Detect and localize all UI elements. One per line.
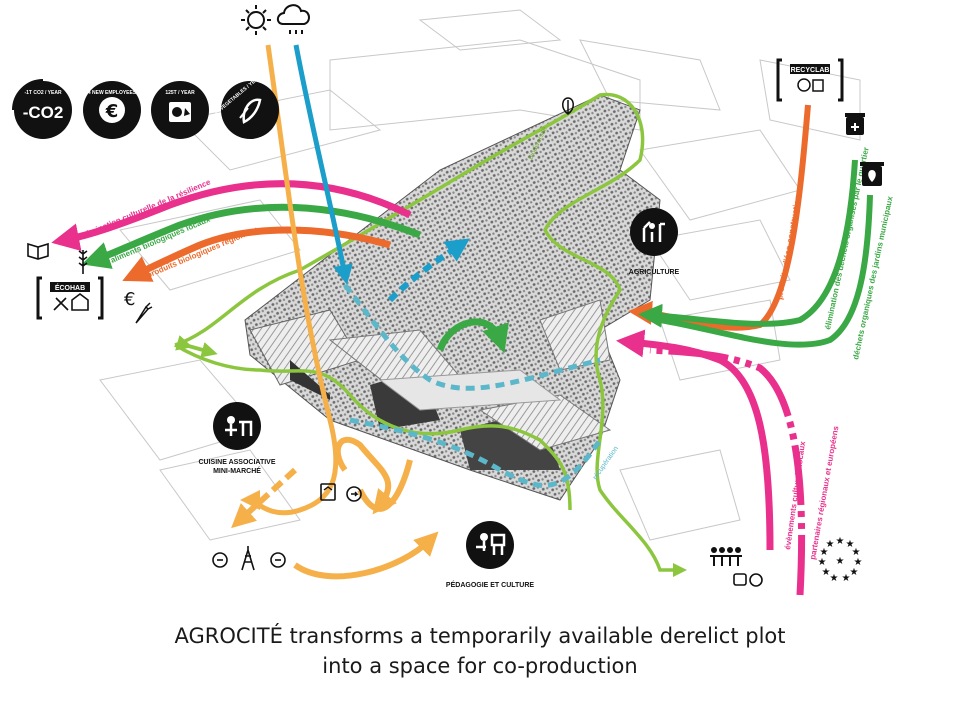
theater-masks-icon [733, 573, 763, 587]
svg-text:★: ★ [846, 539, 855, 550]
kitchen-label-line1: CUISINE ASSOCIATIVE [198, 459, 275, 466]
flow-pink-right-1 [616, 329, 774, 551]
kitchen-label-line2: MINI-MARCHÉ [213, 466, 261, 475]
flow-label-green-right-2: déchets organiques des jardins municipau… [851, 195, 895, 360]
badge-compost: 125T / YEAR [151, 81, 209, 139]
sun-input-line [240, 44, 339, 516]
flow-green-right-2 [659, 194, 873, 348]
flow-sand-dashed [231, 467, 298, 529]
bulb-arrow-icon [346, 486, 362, 502]
internal-flow-green-loop [436, 318, 509, 354]
badge-co2: -1T CO2 / YEAR -CO2 [12, 79, 72, 139]
agriculture-label: AGRICULTURE [629, 269, 680, 276]
flow-green-left [81, 203, 422, 269]
rain-cloud-icon [276, 4, 310, 34]
flow-sand-bottom-3 [293, 531, 439, 580]
caption-line-1: AGROCITÉ transforms a temporarily availa… [174, 624, 786, 648]
svg-text:★: ★ [822, 567, 831, 578]
flow-label-orange-right: produits d'éco-construction [775, 194, 802, 300]
badge-kitchen: CUISINE ASSOCIATIVE MINI-MARCHÉ [198, 402, 276, 475]
wheat-icon [78, 250, 88, 274]
badge-agriculture: AGRICULTURE [629, 208, 680, 276]
badge-compost-ring: 125T / YEAR [165, 90, 195, 96]
eu-stars-icon: ★★★★ ★★★★ ★★★★ [818, 536, 863, 584]
lightbulb-icon [212, 552, 228, 568]
recycle-bin-icon [320, 483, 336, 501]
people-chain-icon [710, 547, 742, 566]
flow-sand-bottom-1 [334, 436, 397, 515]
euro-icon: € [105, 101, 119, 122]
pedagogy-label: PÉDAGOGIE ET CULTURE [446, 580, 534, 589]
house-icon [71, 293, 89, 311]
svg-text:★: ★ [836, 556, 845, 567]
svg-text:★: ★ [850, 567, 859, 578]
sun-icon [241, 5, 271, 35]
euro-carrot-icon: € [124, 289, 153, 324]
carrot-icon [135, 302, 153, 324]
flow-label-pink-left: dissémination culturelle de la résilienc… [69, 177, 212, 245]
caption-line-2: into a space for co-production [322, 654, 638, 678]
svg-text:★: ★ [852, 547, 861, 558]
svg-text:★: ★ [830, 573, 839, 584]
badge-employees-ring: 4 NEW EMPLOYEES [88, 90, 137, 96]
power-pylon-icon [241, 546, 255, 571]
lightbulb-icon-2 [270, 552, 286, 568]
internal-flow-dashed-3 [349, 417, 603, 488]
bin-icon [812, 79, 824, 92]
svg-text:★: ★ [836, 536, 845, 547]
lime-bidirectional-left [175, 335, 218, 358]
recyclab-box: RECYCLAB [776, 58, 844, 102]
energy-icons [212, 546, 286, 571]
internal-flow-dashed-2 [387, 238, 470, 303]
recyclab-label: RECYCLAB [791, 67, 830, 74]
svg-text:€: € [124, 289, 135, 310]
svg-text:★: ★ [820, 547, 829, 558]
site-plot [244, 94, 661, 501]
ecohab-label: ÉCOHAB [55, 283, 85, 292]
garden-bin-icon [860, 162, 884, 186]
badge-pedagogy: PÉDAGOGIE ET CULTURE [446, 521, 534, 589]
svg-text:★: ★ [818, 557, 827, 568]
flow-green-right-1 [638, 159, 858, 328]
badge-employees: 4 NEW EMPLOYEES € [83, 81, 141, 139]
ecohab-box: ÉCOHAB [36, 276, 104, 320]
svg-text:★: ★ [842, 573, 851, 584]
badge-co2-ring: -1T CO2 / YEAR [24, 90, 62, 96]
svg-text:★: ★ [854, 557, 863, 568]
trash-bin-icon [845, 113, 865, 135]
leaf-icon [562, 97, 574, 115]
flow-pink-right-2 [649, 346, 806, 596]
svg-text:★: ★ [826, 539, 835, 550]
book-icon [27, 242, 49, 260]
badge-vegetables: 4T VEGETABLES / YEAR [213, 74, 279, 139]
flow-pink-left [51, 180, 412, 251]
site-boundary-line [174, 92, 687, 577]
flow-labels-right: produits d'éco-construction élimination … [775, 146, 895, 560]
internal-flow-dashed [343, 283, 601, 391]
flow-sand-bottom-2 [357, 459, 413, 512]
tools-icon [53, 297, 69, 311]
rain-input-line [293, 44, 353, 285]
badge-co2-center: -CO2 [23, 103, 64, 122]
